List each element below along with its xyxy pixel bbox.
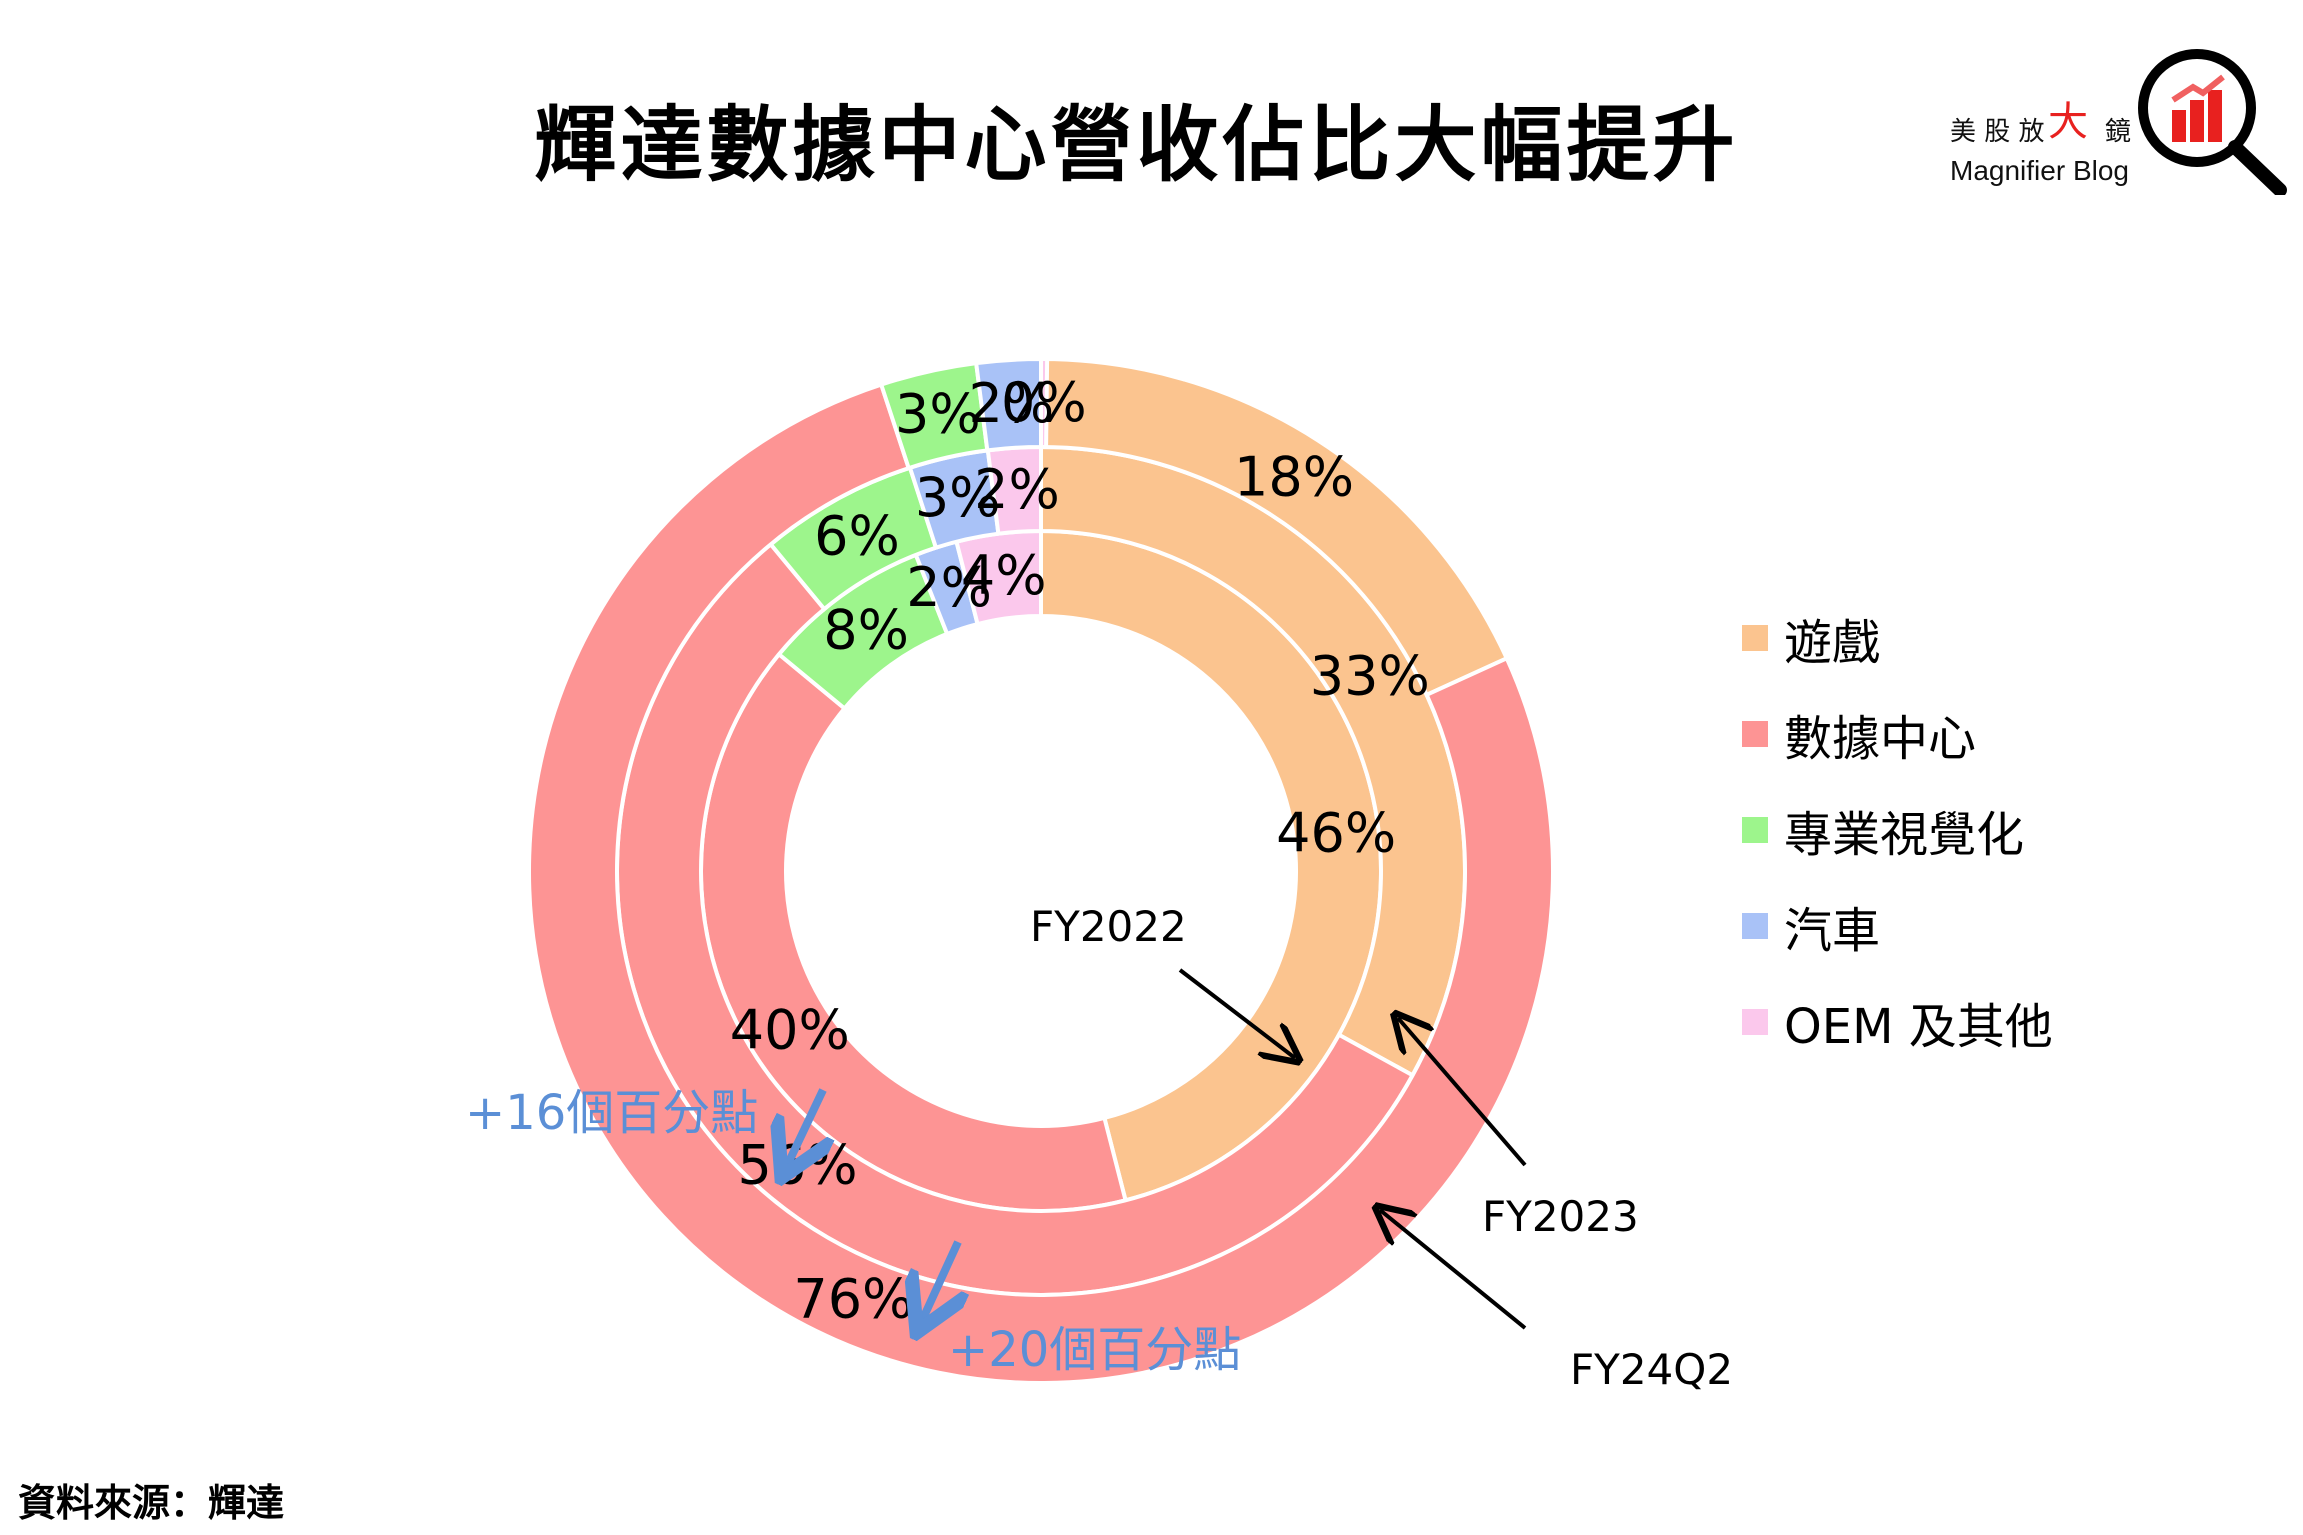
legend: 遊戲數據中心專業視覺化汽車 OEM 及其他 <box>1742 590 2053 1070</box>
plus20-arrow <box>920 1240 958 1325</box>
data-label: 2% <box>906 556 992 619</box>
svg-text:Magnifier Blog: Magnifier Blog <box>1950 155 2129 186</box>
ring-label-fy24q2: FY24Q2 <box>1570 1345 1734 1394</box>
legend-label: OEM 及其他 <box>1784 999 2053 1055</box>
data-label: 8% <box>823 598 909 661</box>
data-label: 4% <box>961 544 1047 607</box>
legend-item: 汽車 <box>1742 878 2053 974</box>
ring-label-fy2023: FY2023 <box>1482 1192 1639 1241</box>
data-label: 18% <box>1234 445 1354 508</box>
segment-fy24q2-1 <box>526 382 1555 1385</box>
data-label: 0% <box>1001 371 1087 434</box>
legend-swatch <box>1742 625 1768 651</box>
legend-swatch <box>1742 1009 1768 1035</box>
chart-title: 輝達數據中心營收佔比大幅提升 <box>534 98 1739 193</box>
legend-label: 汽車 <box>1784 903 1881 959</box>
annotation-plus16: +16個百分點 <box>465 1085 759 1141</box>
legend-item: 遊戲 <box>1742 590 2053 686</box>
legend-label: 遊戲 <box>1784 615 1881 671</box>
fy2022-arrow <box>1178 968 1295 1058</box>
data-label: 76% <box>793 1268 913 1331</box>
data-label: 3% <box>915 466 1001 529</box>
legend-item: 專業視覺化 <box>1742 782 2053 878</box>
fy24q2-arrow <box>1380 1210 1527 1330</box>
plus16-arrow <box>785 1088 823 1170</box>
ring-label-fy2022: FY2022 <box>1030 902 1187 951</box>
data-label: 46% <box>1276 802 1396 865</box>
legend-swatch <box>1742 817 1768 843</box>
svg-text:美 股 放: 美 股 放 <box>1950 117 2045 147</box>
legend-label: 專業視覺化 <box>1784 807 2025 863</box>
source-note: 資料來源：輝達 <box>18 1481 285 1525</box>
legend-item: OEM 及其他 <box>1742 974 2053 1070</box>
magnifier-blog-logo: 美 股 放 大 鏡 Magnifier Blog <box>1950 49 2287 195</box>
svg-text:大: 大 <box>2048 99 2088 145</box>
legend-swatch <box>1742 721 1768 747</box>
data-label: 2% <box>974 458 1060 521</box>
legend-item: 數據中心 <box>1742 686 2053 782</box>
svg-text:鏡: 鏡 <box>2105 117 2131 147</box>
fy2023-arrow <box>1398 1018 1527 1167</box>
data-label: 40% <box>730 998 850 1061</box>
data-label: 6% <box>814 504 900 567</box>
segment-fy24q2-4 <box>1039 356 1050 450</box>
data-label: 2% <box>968 372 1054 435</box>
legend-label: 數據中心 <box>1784 711 1977 767</box>
legend-swatch <box>1742 913 1768 939</box>
data-label: 3% <box>895 382 981 445</box>
data-label: 33% <box>1310 645 1430 708</box>
annotation-plus20: +20個百分點 <box>948 1322 1242 1378</box>
